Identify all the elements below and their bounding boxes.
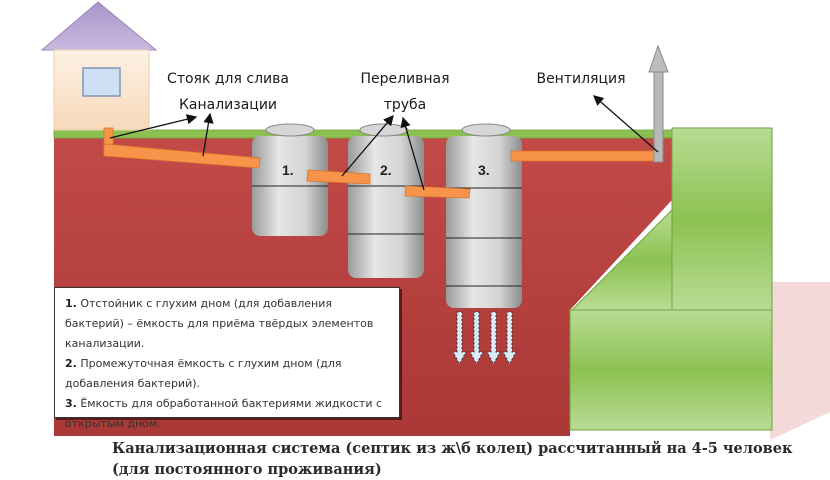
drain-arrow-icon <box>452 311 467 366</box>
legend-item-3: 3. Ёмкость для обработанной бактериями ж… <box>65 394 389 434</box>
vent-stack <box>648 44 669 163</box>
drain-arrow-icon <box>502 311 517 366</box>
legend-box: 1. Отстойник с глухим дном (для добавлен… <box>54 287 400 430</box>
riser-label-line2: Канализации <box>178 97 278 113</box>
legend-item-1: 1. Отстойник с глухим дном (для добавлен… <box>65 294 389 354</box>
riser-label-line1: Стояк для слива <box>167 71 289 87</box>
legend-item-number: 3. <box>65 397 77 410</box>
vent-arrow-icon <box>648 44 669 73</box>
inlet-pipe <box>103 143 261 169</box>
embankment-lower <box>569 309 773 431</box>
riser-pointer <box>109 114 198 139</box>
vent-horizontal-pipe <box>510 150 657 162</box>
legend-item-text: Промежуточная ёмкость с глухим дном (для… <box>65 357 342 390</box>
tank-2 <box>348 123 424 278</box>
overflow-pipe-2 <box>404 185 471 199</box>
house-roof <box>40 1 158 51</box>
overflow-pointer-1 <box>341 115 394 177</box>
ground-shadow <box>770 282 830 440</box>
ventilation-pointer <box>593 95 659 153</box>
diagram-caption: Канализационная система (септик из ж\б к… <box>112 440 793 478</box>
drain-arrow-icon <box>486 311 501 366</box>
overflow-label: Переливная труба <box>350 66 460 118</box>
riser-label: Стояк для слива Канализации <box>158 66 298 118</box>
legend-item-2: 2. Промежуточная ёмкость с глухим дном (… <box>65 354 389 394</box>
overflow-pointer-2 <box>400 116 425 191</box>
embankment-upper <box>671 127 773 311</box>
tank-1-number: 1. <box>282 162 294 178</box>
drainage-arrows <box>452 311 517 366</box>
tank-2-number: 2. <box>380 162 392 178</box>
tank-3 <box>446 123 522 308</box>
riser-pointer-2 <box>202 112 214 157</box>
legend-item-number: 2. <box>65 357 77 370</box>
overflow-label-line1: Переливная <box>360 71 450 87</box>
legend-item-number: 1. <box>65 297 77 310</box>
legend-item-text: Отстойник с глухим дном (для добавления … <box>65 297 374 350</box>
ventilation-label: Вентиляция <box>536 71 626 87</box>
legend-item-text: Ёмкость для обработанной бактериями жидк… <box>65 397 383 430</box>
drain-arrow-icon <box>469 311 484 366</box>
tank-1 <box>252 123 328 236</box>
overflow-label-line2: труба <box>383 97 427 113</box>
overflow-pipe-1 <box>306 169 371 185</box>
house-window <box>82 67 121 97</box>
tank-3-number: 3. <box>478 162 490 178</box>
